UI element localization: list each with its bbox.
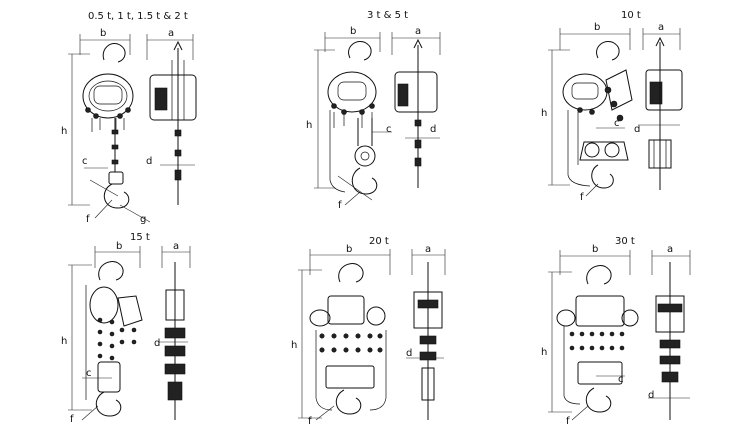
panel-1-label-g: g <box>140 214 146 225</box>
panel-4-label-b: b <box>116 241 122 252</box>
panel-5-label-h: h <box>291 340 297 351</box>
panel-6-label-c: c <box>618 374 624 385</box>
panel-2-title: 3 t & 5 t <box>367 10 408 21</box>
panel-2-label-h: h <box>306 120 312 131</box>
panel-5-title: 20 t <box>369 236 389 247</box>
panel-4-hoist-15t: 15 t b a h c f d <box>61 232 191 425</box>
panel-5-hoist-20t: 20 t b a h f d <box>291 236 446 427</box>
panel-3-label-c: c <box>614 118 620 129</box>
panel-5-label-a: a <box>425 244 431 255</box>
panel-3-label-h: h <box>541 108 547 119</box>
panel-6-label-b: b <box>592 244 598 255</box>
panel-2-label-b: b <box>350 26 356 37</box>
panel-6-title: 30 t <box>615 236 635 247</box>
panel-1-label-d: d <box>146 156 152 167</box>
panel-6-label-h: h <box>541 347 547 358</box>
panel-3-label-a: a <box>658 22 664 33</box>
panel-1-hoist-0-5t-2t: 0.5 t, 1 t, 1.5 t & 2 t b a h <box>61 11 197 225</box>
panel-1-label-c: c <box>82 156 88 167</box>
panel-2-label-d: d <box>430 124 436 135</box>
panel-1-label-a: a <box>168 28 174 39</box>
panel-2-label-c: c <box>386 124 392 135</box>
panel-6-label-a: a <box>667 244 673 255</box>
panel-3-label-d: d <box>634 124 640 135</box>
panel-2-hoist-3t-5t: 3 t & 5 t b a h c f d <box>306 10 441 211</box>
panel-5-label-b: b <box>346 244 352 255</box>
panel-4-label-h: h <box>61 336 67 347</box>
panel-1-label-f: f <box>86 214 90 225</box>
panel-6-label-d: d <box>648 390 654 401</box>
panel-4-label-a: a <box>173 241 179 252</box>
panel-4-label-d: d <box>154 338 160 349</box>
panel-3-title: 10 t <box>621 10 641 21</box>
panel-6-label-f: f <box>566 416 570 427</box>
panel-4-label-c: c <box>86 368 92 379</box>
panel-1-title: 0.5 t, 1 t, 1.5 t & 2 t <box>88 11 188 22</box>
panel-3-hoist-10t: 10 t b a h c f d <box>541 10 683 203</box>
panel-2-label-a: a <box>415 26 421 37</box>
panel-5-label-d: d <box>406 348 412 359</box>
panel-4-label-f: f <box>70 414 74 425</box>
panel-3-label-f: f <box>580 192 584 203</box>
panel-5-label-f: f <box>308 416 312 427</box>
panel-1-label-b: b <box>100 28 106 39</box>
panel-4-title: 15 t <box>130 232 150 243</box>
panel-2-label-f: f <box>338 200 342 211</box>
panel-3-label-b: b <box>594 22 600 33</box>
panel-6-hoist-30t: 30 t b a h c f d <box>541 236 691 427</box>
panel-1-label-h: h <box>61 126 67 137</box>
